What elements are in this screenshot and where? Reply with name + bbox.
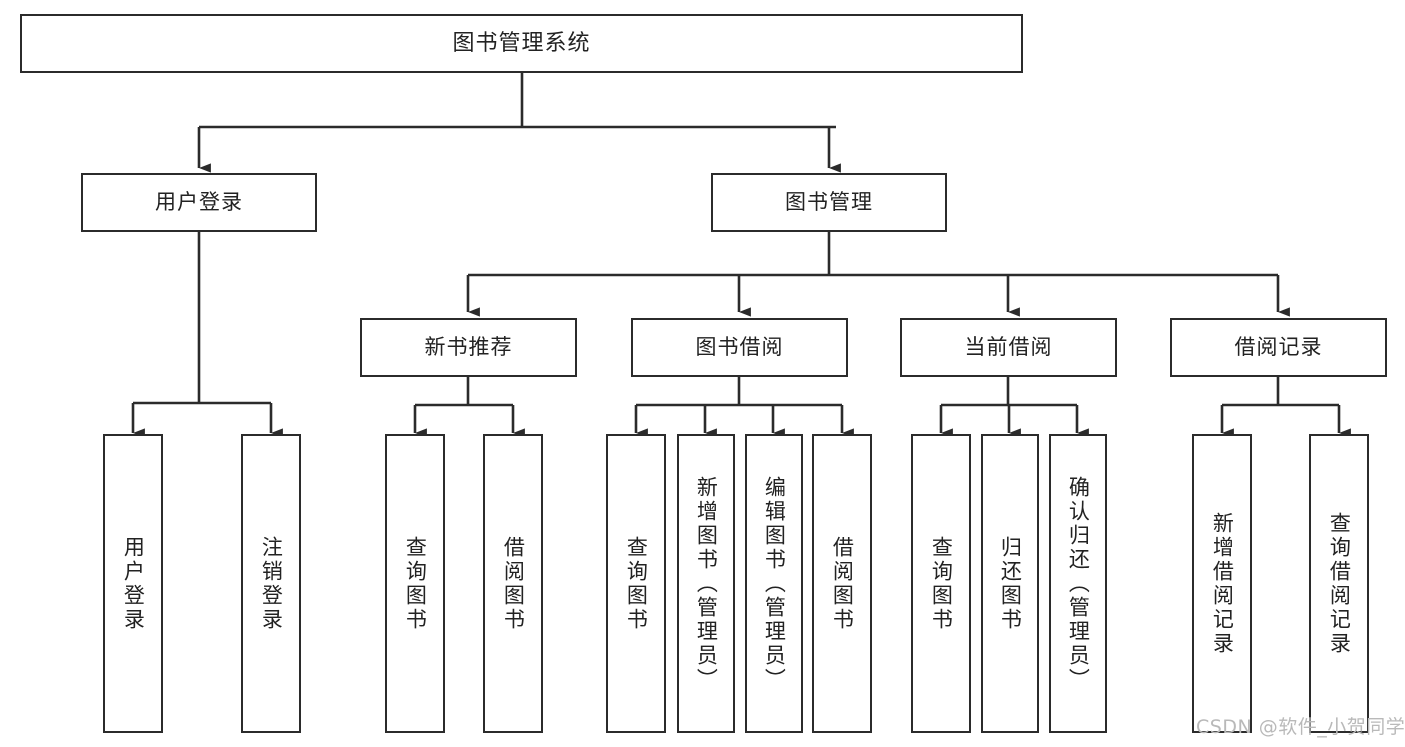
node-leaf-user-login[interactable]: 用户登录: [103, 434, 163, 733]
node-leaf-query-record-label: 查询借阅记录: [1327, 511, 1352, 656]
node-user-login[interactable]: 用户登录: [81, 173, 317, 232]
node-leaf-add-book-label: 新增图书（管理员）: [694, 475, 719, 692]
node-leaf-return-book-label: 归还图书: [998, 535, 1023, 632]
node-leaf-query-book-2-label: 查询图书: [624, 535, 649, 632]
node-leaf-edit-book[interactable]: 编辑图书（管理员）: [745, 434, 803, 733]
node-borrow-record-label: 借阅记录: [1234, 335, 1323, 360]
node-book-borrow[interactable]: 图书借阅: [631, 318, 848, 377]
node-book-manage-label: 图书管理: [785, 190, 873, 215]
node-leaf-borrow-book-1-label: 借阅图书: [501, 535, 526, 632]
node-leaf-logout-label: 注销登录: [259, 535, 284, 632]
node-leaf-edit-book-label: 编辑图书（管理员）: [762, 475, 787, 692]
node-leaf-query-book-3[interactable]: 查询图书: [911, 434, 971, 733]
node-book-manage[interactable]: 图书管理: [711, 173, 947, 232]
node-current-borrow-label: 当前借阅: [964, 335, 1053, 360]
node-leaf-borrow-book-2-label: 借阅图书: [830, 535, 855, 632]
node-leaf-add-record-label: 新增借阅记录: [1210, 511, 1235, 656]
node-leaf-query-book-1-label: 查询图书: [403, 535, 428, 632]
node-leaf-confirm-return[interactable]: 确认归还（管理员）: [1049, 434, 1107, 733]
node-leaf-borrow-book-2[interactable]: 借阅图书: [812, 434, 872, 733]
node-leaf-add-book[interactable]: 新增图书（管理员）: [677, 434, 735, 733]
node-book-borrow-label: 图书借阅: [695, 335, 784, 360]
node-leaf-add-record[interactable]: 新增借阅记录: [1192, 434, 1252, 733]
node-leaf-query-book-3-label: 查询图书: [929, 535, 954, 632]
node-leaf-query-record[interactable]: 查询借阅记录: [1309, 434, 1369, 733]
node-leaf-borrow-book-1[interactable]: 借阅图书: [483, 434, 543, 733]
node-root-label: 图书管理系统: [452, 30, 591, 56]
node-new-book-rec[interactable]: 新书推荐: [360, 318, 577, 377]
node-leaf-logout[interactable]: 注销登录: [241, 434, 301, 733]
csdn-watermark: CSDN @软件_小贺同学: [1196, 716, 1405, 738]
node-leaf-query-book-2[interactable]: 查询图书: [606, 434, 666, 733]
node-borrow-record[interactable]: 借阅记录: [1170, 318, 1387, 377]
node-leaf-confirm-return-label: 确认归还（管理员）: [1066, 475, 1091, 692]
node-new-book-rec-label: 新书推荐: [424, 335, 513, 360]
node-current-borrow[interactable]: 当前借阅: [900, 318, 1117, 377]
node-leaf-user-login-label: 用户登录: [121, 535, 146, 632]
node-root[interactable]: 图书管理系统: [20, 14, 1023, 73]
node-leaf-query-book-1[interactable]: 查询图书: [385, 434, 445, 733]
node-leaf-return-book[interactable]: 归还图书: [981, 434, 1039, 733]
node-user-login-label: 用户登录: [155, 190, 243, 215]
